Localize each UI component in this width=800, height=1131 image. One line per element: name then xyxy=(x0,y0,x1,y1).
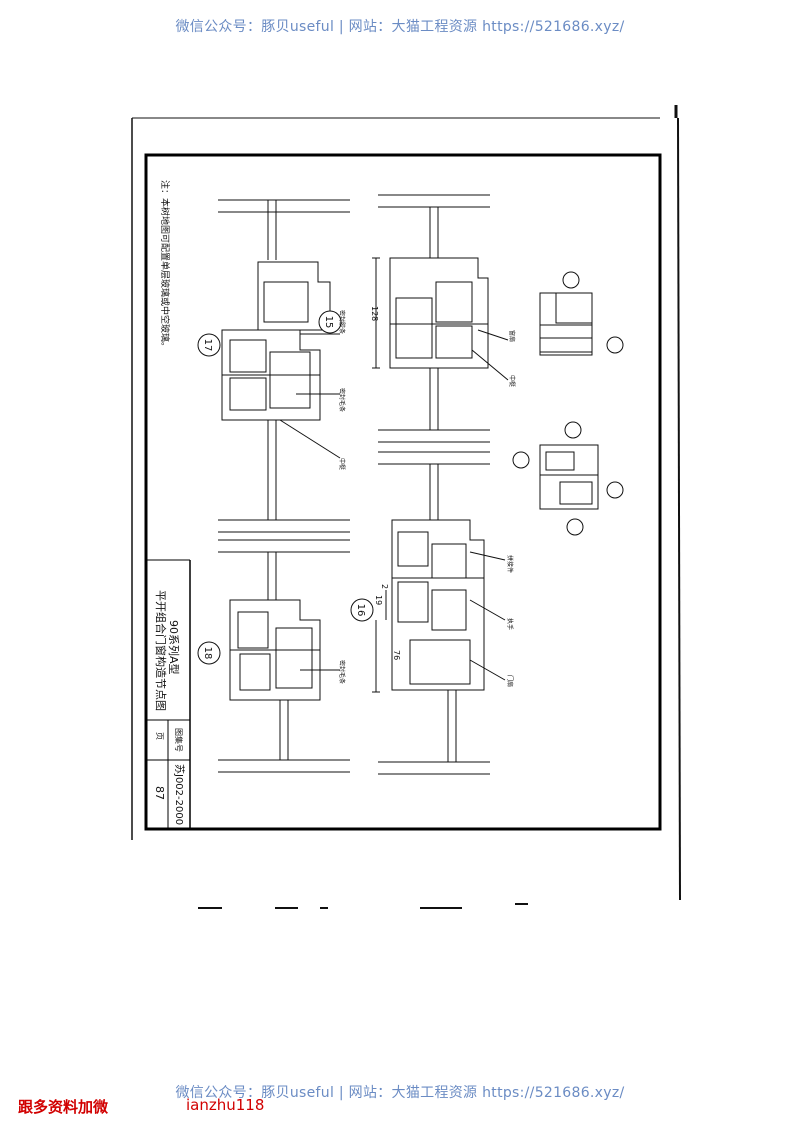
key-callout-16b xyxy=(512,451,530,469)
detail-18 xyxy=(218,539,350,773)
callout-17-circle xyxy=(197,333,221,357)
atlas-label: 图集号 xyxy=(174,728,184,752)
key-elevation-17 xyxy=(539,444,599,510)
detail-17-15 xyxy=(218,199,350,533)
dim-2: 2 xyxy=(380,584,389,589)
dim-128: 128 xyxy=(370,306,379,321)
key-callout-16a xyxy=(606,336,624,354)
dim-76: 76 xyxy=(392,650,401,660)
label-handle: 执手 xyxy=(506,618,514,630)
label-mullion-2: 中梃 xyxy=(508,375,516,387)
label-window-sash: 窗扇 xyxy=(508,330,516,342)
label-door-sash: 门扇 xyxy=(506,675,514,687)
label-brush-strip-18: 密封毛条 xyxy=(338,660,346,684)
title-block xyxy=(146,559,191,829)
footer-contact-text: 跟多资料加微 xyxy=(18,1098,109,1116)
key-elevation-15 xyxy=(539,292,593,356)
callout-15-circle xyxy=(318,310,342,334)
label-mullion: 中梃 xyxy=(338,458,346,470)
detail-16 xyxy=(372,451,506,775)
callout-17: 17 xyxy=(202,339,213,352)
watermark-bottom: 微信公众号：豚贝useful | 网站：大猫工程资源 https://52168… xyxy=(175,1085,625,1101)
callout-18: 18 xyxy=(202,647,213,660)
scan-marks xyxy=(198,903,528,909)
label-joint: 拼接件 xyxy=(506,555,514,573)
key-callout-17 xyxy=(564,421,582,439)
title-line1: 90系列A型 xyxy=(167,620,181,675)
page-label: 页 xyxy=(155,732,164,740)
inner-frame xyxy=(144,153,662,831)
detail-upper-right xyxy=(372,194,509,443)
key-callout-18 xyxy=(566,518,584,536)
label-seal-strip: 密封胶条 xyxy=(338,310,346,334)
callout-15: 15 xyxy=(323,316,334,329)
watermark-top: 微信公众号：豚贝useful | 网站：大猫工程资源 https://52168… xyxy=(175,19,625,35)
key-callout-15 xyxy=(562,271,580,289)
sheet-note: 注：本树地图可配置单层玻璃或中空玻璃。 xyxy=(159,180,171,351)
label-brush-strip: 密封毛条 xyxy=(338,388,346,412)
outer-frame xyxy=(131,105,681,901)
callout-18-circle xyxy=(197,641,221,665)
atlas-no: 苏J002-2000 xyxy=(173,764,186,825)
footer-contact-id: ianzhu118 xyxy=(186,1096,265,1114)
dim-19: 19 xyxy=(374,595,383,605)
key-callout-16c xyxy=(606,481,624,499)
title-line2: 平开组合门窗构造节点图 xyxy=(154,590,168,711)
callout-16-circle xyxy=(350,598,374,622)
callout-16: 16 xyxy=(355,604,366,617)
page-no: 87 xyxy=(153,786,166,800)
